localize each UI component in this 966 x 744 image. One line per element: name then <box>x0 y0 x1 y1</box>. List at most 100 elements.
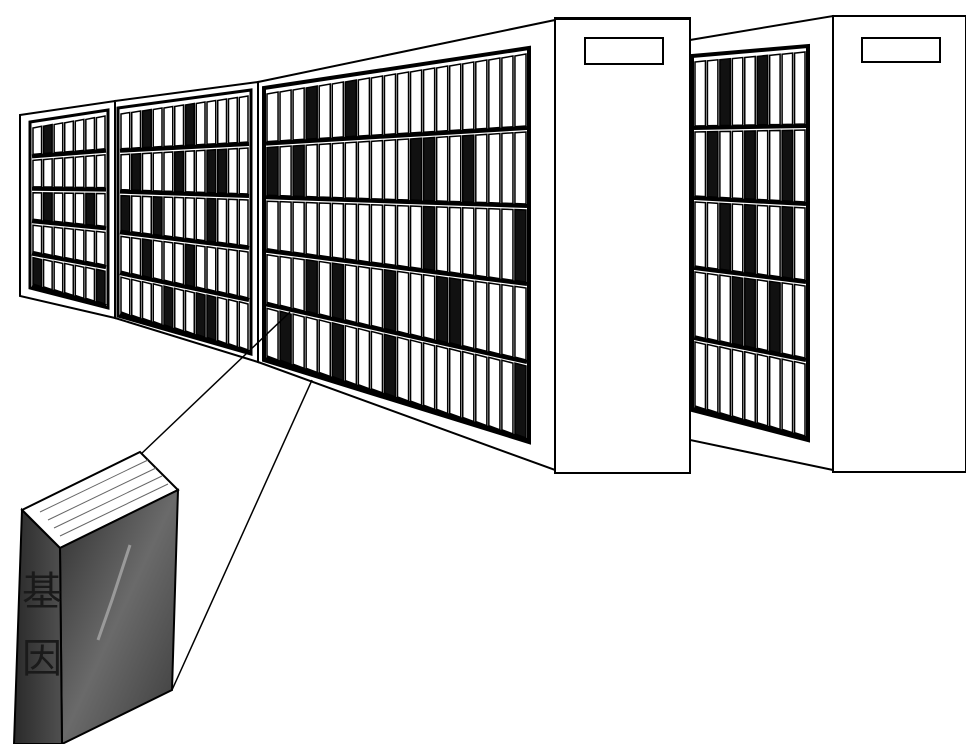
shelf-book <box>132 238 141 276</box>
gene-book: 基 因 <box>14 452 178 744</box>
shelf-book <box>411 206 422 269</box>
shelf-book <box>358 204 369 262</box>
shelf-book <box>218 248 227 293</box>
shelf-book <box>86 267 95 301</box>
shelf-book <box>132 111 141 148</box>
shelf-book <box>695 202 705 268</box>
shelf-book <box>218 297 227 343</box>
shelf-book <box>239 200 248 246</box>
shelf-book <box>732 58 742 126</box>
shelf-book <box>782 130 792 201</box>
shelf-book <box>175 197 184 238</box>
shelf-book <box>424 343 435 409</box>
shelf-book <box>371 331 382 392</box>
shelf-book <box>65 157 74 187</box>
shelf-book <box>121 277 130 315</box>
shelf-book <box>770 357 780 430</box>
shelf-book <box>437 207 448 272</box>
shelf-book <box>384 140 395 200</box>
book-rows-4 <box>694 52 806 438</box>
shelf-book <box>345 265 356 323</box>
shelf-book <box>424 206 435 270</box>
shelf-book <box>332 143 343 198</box>
shelf-book <box>707 60 717 126</box>
shelf-book <box>757 131 767 200</box>
shelf-book <box>186 244 195 287</box>
shelf-book <box>186 104 195 146</box>
shelf-book <box>293 258 304 311</box>
shelf-book <box>720 347 730 416</box>
shelf-book <box>489 357 500 429</box>
shelf-book <box>489 58 500 128</box>
shelf-book <box>476 281 487 351</box>
shelf-book <box>463 135 474 202</box>
shelf-book <box>132 279 141 318</box>
shelf-book <box>186 198 195 240</box>
book-rows-1 <box>32 116 106 306</box>
shelf-book <box>463 280 474 349</box>
shelf-book <box>489 209 500 279</box>
shelf-book <box>86 193 95 225</box>
shelf-book <box>707 274 717 341</box>
shelf-book <box>267 308 278 360</box>
shelf-book <box>267 255 278 305</box>
shelf-book <box>345 326 356 385</box>
shelf-book <box>770 281 780 353</box>
shelf-book <box>293 314 304 368</box>
shelf-book <box>319 144 330 198</box>
shelf-book <box>782 207 792 279</box>
shelf-book <box>75 119 84 151</box>
shelf-book <box>757 354 767 426</box>
shelf-book <box>424 68 435 132</box>
shelf-book <box>411 138 422 200</box>
shelf-book <box>33 258 42 287</box>
shelf-book <box>229 98 238 144</box>
shelf-book <box>86 230 95 263</box>
shelf-book <box>757 55 767 125</box>
shelf-book <box>280 256 291 308</box>
shelf-book <box>398 206 409 267</box>
shelf-book <box>398 337 409 401</box>
shelf-book <box>384 334 395 397</box>
shelf-book <box>143 239 152 278</box>
shelf-book <box>476 354 487 425</box>
shelf-book <box>720 203 730 270</box>
shelf-book <box>96 155 105 188</box>
shelf-book <box>175 105 184 146</box>
book-spine-char-2: 因 <box>22 636 62 682</box>
end-panel-label-plate-1 <box>585 38 663 64</box>
shelf-book <box>358 266 369 325</box>
shelf-book <box>319 84 330 138</box>
shelf-book <box>33 126 42 154</box>
shelf-end-panel-2 <box>833 16 966 472</box>
shelf-book <box>424 137 435 200</box>
shelf-book <box>306 317 317 372</box>
shelf-book <box>196 102 205 145</box>
shelf-book <box>450 136 461 202</box>
shelf-book <box>143 110 152 148</box>
bookshelf-unit-2 <box>115 82 258 362</box>
shelf-book <box>239 302 248 350</box>
shelf-book <box>239 251 248 298</box>
shelf-book <box>293 88 304 140</box>
shelf-book <box>371 141 382 200</box>
shelf-book <box>75 265 84 298</box>
shelf-book <box>44 226 53 255</box>
shelf-book <box>795 284 805 358</box>
shelf-book <box>437 346 448 414</box>
shelf-book <box>358 78 369 136</box>
shelf-book <box>207 295 216 340</box>
shelf-book <box>707 203 717 269</box>
shelf-book <box>770 130 780 200</box>
shelf-book <box>229 300 238 347</box>
shelf-book <box>65 228 74 259</box>
shelf-book <box>502 285 513 357</box>
shelf-book <box>795 362 805 436</box>
shelf-book <box>720 59 730 126</box>
shelf-book <box>306 203 317 256</box>
shelf-book <box>732 131 742 199</box>
shelf-book <box>476 208 487 277</box>
shelf-book <box>745 56 755 125</box>
shelf-book <box>450 207 461 273</box>
shelf-book <box>306 144 317 196</box>
